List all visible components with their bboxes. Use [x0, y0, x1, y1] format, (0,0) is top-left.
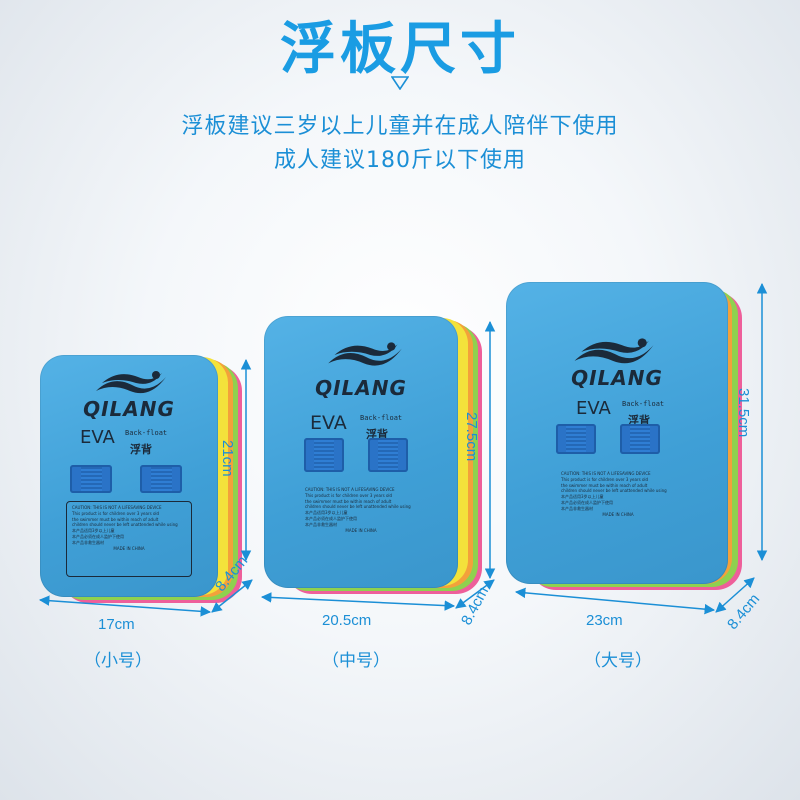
page-title: 浮板尺寸 — [280, 17, 520, 82]
size-name-large: （大号） — [584, 651, 652, 671]
eva-label: EVA — [310, 412, 347, 434]
depth-arrow-medium — [455, 579, 495, 609]
swimmer-logo-icon — [574, 338, 654, 364]
strap-slot-right — [620, 424, 660, 454]
width-label-medium: 20.5cm — [322, 612, 372, 629]
strap-slot-left — [304, 438, 344, 472]
subtitle-line-2: 成人建议180斤以下使用 — [274, 148, 526, 173]
eva-label: EVA — [80, 427, 115, 448]
strap-slot-right — [140, 465, 182, 493]
subtitle-line-1: 浮板建议三岁以上儿童并在成人陪伴下使用 — [181, 114, 619, 139]
fubei-label: 浮背 — [366, 428, 388, 441]
swimmer-logo-icon — [96, 371, 166, 394]
strap-slot-left — [70, 465, 112, 493]
brand-name: QILANG — [315, 376, 407, 400]
width-arrow-medium — [260, 592, 456, 611]
board-face: QILANG EVA Back-float 浮背 CAUTION: THIS I… — [506, 282, 728, 584]
strap-slot-left — [556, 424, 596, 454]
swimmer-logo-icon — [328, 342, 402, 366]
depth-arrow-small — [211, 579, 253, 613]
fubei-label: 浮背 — [628, 414, 650, 427]
board-medium: QILANG EVA Back-float 浮背 CAUTION: THIS I… — [264, 316, 494, 606]
width-arrow-large — [514, 587, 716, 615]
height-label-small: 21cm — [219, 440, 236, 477]
height-label-medium: 27.5cm — [463, 412, 480, 462]
strap-slot-right — [368, 438, 408, 472]
width-label-large: 23cm — [586, 612, 623, 629]
width-label-small: 17cm — [98, 616, 135, 633]
board-small: QILANG EVA Back-float 浮背 CAUTION: THIS I… — [40, 355, 252, 615]
down-triangle-icon — [391, 76, 409, 90]
depth-arrow-large — [715, 577, 755, 613]
caution-label: CAUTION: THIS IS NOT A LIFESAVING DEVICE… — [66, 501, 192, 577]
width-arrow-small — [38, 595, 212, 617]
fubei-label: 浮背 — [130, 443, 152, 456]
height-label-large: 31.5cm — [735, 388, 752, 438]
board-face: QILANG EVA Back-float 浮背 CAUTION: THIS I… — [40, 355, 218, 597]
board-face: QILANG EVA Back-float 浮背 CAUTION: THIS I… — [264, 316, 458, 588]
back-float-label: Back-float — [125, 429, 168, 437]
brand-name: QILANG — [571, 366, 663, 390]
size-name-small: （小号） — [84, 651, 152, 671]
caution-label: CAUTION: THIS IS NOT A LIFESAVING DEVICE… — [561, 471, 667, 517]
caution-label: CAUTION: THIS IS NOT A LIFESAVING DEVICE… — [305, 487, 411, 533]
eva-label: EVA — [576, 398, 611, 419]
size-name-medium: （中号） — [322, 651, 390, 671]
back-float-label: Back-float — [360, 414, 403, 422]
back-float-label: Back-float — [622, 400, 665, 408]
brand-name: QILANG — [83, 397, 175, 421]
board-large: QILANG EVA Back-float 浮背 CAUTION: THIS I… — [506, 282, 760, 600]
